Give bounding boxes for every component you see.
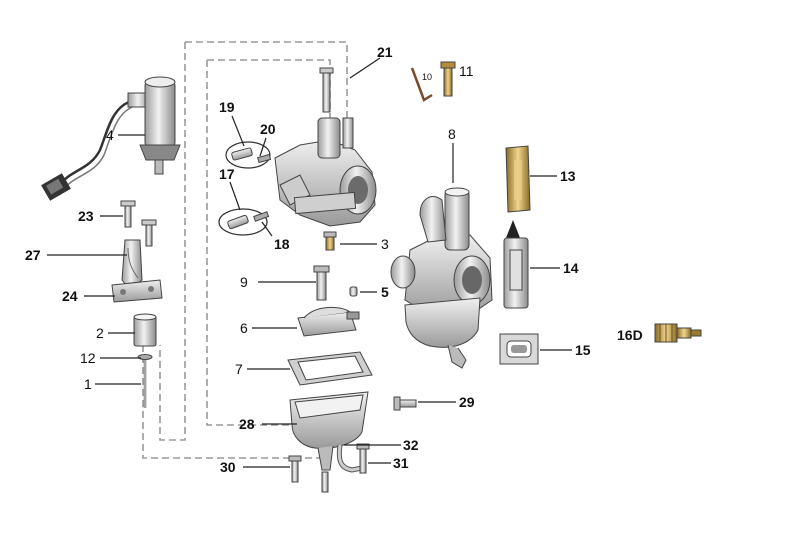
plug-part-5 — [349, 286, 358, 297]
leader-lines — [47, 57, 572, 468]
callout-13: 13 — [560, 168, 576, 184]
callout-27: 27 — [25, 247, 41, 263]
callout-15: 15 — [575, 342, 591, 358]
dashed-assembly-outline-inner — [206, 59, 331, 426]
needle-jet-part-9 — [313, 265, 330, 301]
dashed-assembly-outline-outer — [142, 41, 348, 459]
cable-holder-parts — [111, 200, 163, 303]
callout-19: 19 — [219, 99, 235, 115]
screw-part-21 — [319, 67, 334, 113]
callout-9: 9 — [240, 274, 248, 290]
float-bowl-part-28 — [289, 391, 369, 471]
callout-labels: 1 2 3 4 5 6 7 8 9 10 11 12 13 14 15 16D … — [25, 44, 643, 475]
callout-30: 30 — [220, 459, 236, 475]
callout-11: 11 — [459, 63, 474, 79]
callout-3: 3 — [381, 236, 389, 252]
callout-5: 5 — [381, 284, 389, 300]
brass-tube-part-13 — [505, 145, 531, 213]
carburetor-body-exploded — [274, 117, 377, 227]
callout-12: 12 — [80, 350, 96, 366]
callout-20: 20 — [260, 121, 276, 137]
gasket-part-15 — [499, 333, 539, 365]
callout-32: 32 — [403, 437, 419, 453]
callout-6: 6 — [240, 320, 248, 336]
carburetor-assembled-part-8 — [390, 187, 493, 369]
callout-16d: 16D — [617, 327, 643, 343]
callout-18: 18 — [274, 236, 290, 252]
callout-24: 24 — [62, 288, 78, 304]
pin-and-screw-parts — [410, 61, 456, 102]
callout-1: 1 — [84, 376, 92, 392]
float-part-6 — [297, 306, 360, 337]
screw-circle-parts — [218, 141, 272, 236]
slide-needle-parts — [133, 313, 157, 408]
callout-4: 4 — [106, 127, 114, 143]
electric-choke-part — [41, 76, 181, 201]
callout-31: 31 — [393, 455, 409, 471]
needle-valve-part-14 — [503, 220, 529, 309]
callout-2: 2 — [96, 325, 104, 341]
callout-10: 10 — [422, 72, 432, 82]
gasket-part-7 — [287, 351, 373, 386]
jet-part-3 — [323, 231, 337, 251]
callout-17: 17 — [219, 166, 235, 182]
callout-28: 28 — [239, 416, 255, 432]
brass-jet-part-16d — [654, 323, 702, 343]
callout-7: 7 — [235, 361, 243, 377]
drain-tube-and-screws — [288, 443, 370, 493]
callout-29: 29 — [459, 394, 475, 410]
callout-14: 14 — [563, 260, 579, 276]
callout-8: 8 — [448, 126, 456, 142]
screw-part-29 — [393, 396, 417, 411]
callout-23: 23 — [78, 208, 94, 224]
callout-21: 21 — [377, 44, 393, 60]
